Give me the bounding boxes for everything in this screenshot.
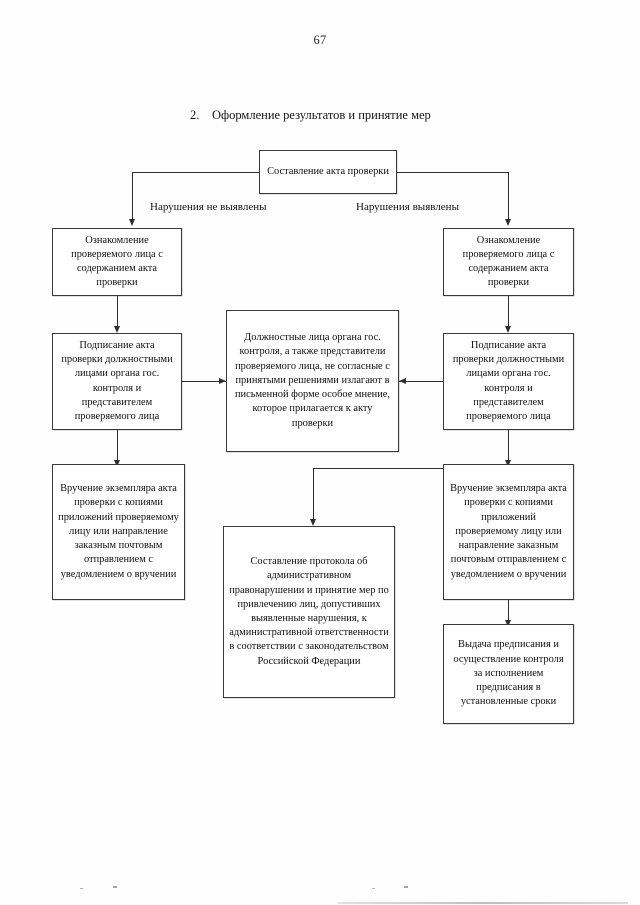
arrow-left-review-to-sign [113, 326, 120, 333]
node-dissent: Должностные лица органа гос. контроля, а… [226, 310, 399, 452]
arrow-left-sign-to-delivery [113, 460, 120, 467]
node-left-review: Ознакомление проверяемого лица с содержа… [52, 228, 182, 296]
arrow-right-review-to-sign [504, 326, 511, 333]
node-start: Составление акта проверки [259, 150, 397, 194]
connector-right-review-to-sign [508, 296, 509, 328]
connector-right-sign-to-dissent [399, 381, 443, 382]
node-right-sign: Подписание акта проверки должностными ли… [443, 333, 574, 430]
connector-left-sign-to-delivery [117, 430, 118, 462]
connector-start-to-left-h [132, 172, 259, 173]
section-number: 2. [190, 108, 200, 122]
branch-label-right: Нарушения выявлены [356, 201, 459, 213]
arrow-left-sign-to-dissent [219, 377, 226, 384]
connector-right-sign-to-delivery [508, 430, 509, 462]
node-prescription: Выдача предписания и осуществление контр… [443, 624, 574, 724]
scan-speck [404, 886, 408, 888]
branch-label-left: Нарушения не выявлены [150, 201, 267, 213]
arrow-start-to-right [504, 219, 511, 226]
scan-speck [372, 888, 375, 889]
arrow-start-to-left [128, 219, 135, 226]
node-left-sign: Подписание акта проверки должностными ли… [52, 333, 182, 430]
arrow-right-sign-to-dissent [399, 377, 406, 384]
page-number: 67 [313, 33, 327, 47]
scan-edge-artifact [338, 902, 628, 904]
node-left-delivery: Вручение экземпляра акта проверки с копи… [52, 464, 185, 600]
connector-left-review-to-sign [117, 296, 118, 328]
node-right-delivery: Вручение экземпляра акта проверки с копи… [443, 464, 574, 600]
arrow-delivery-to-protocol [309, 519, 316, 526]
section-heading: 2. Оформление результатов и принятие мер [190, 108, 431, 123]
connector-delivery-to-protocol-h [313, 468, 443, 469]
connector-delivery-to-protocol-v [313, 468, 314, 521]
connector-start-to-right-v [508, 172, 509, 220]
connector-start-to-right-h [397, 172, 509, 173]
node-right-review: Ознакомление проверяемого лица с содержа… [443, 228, 574, 296]
arrow-right-sign-to-delivery [504, 460, 511, 467]
node-protocol: Составление протокола об административно… [223, 526, 395, 698]
section-title: Оформление результатов и принятие мер [212, 108, 431, 122]
scan-speck [80, 888, 83, 889]
connector-start-to-left-v [132, 172, 133, 220]
connector-left-sign-to-dissent [182, 381, 226, 382]
scan-speck [113, 886, 117, 888]
arrow-right-delivery-to-prescription [504, 620, 511, 627]
connector-right-delivery-to-prescription [508, 600, 509, 622]
